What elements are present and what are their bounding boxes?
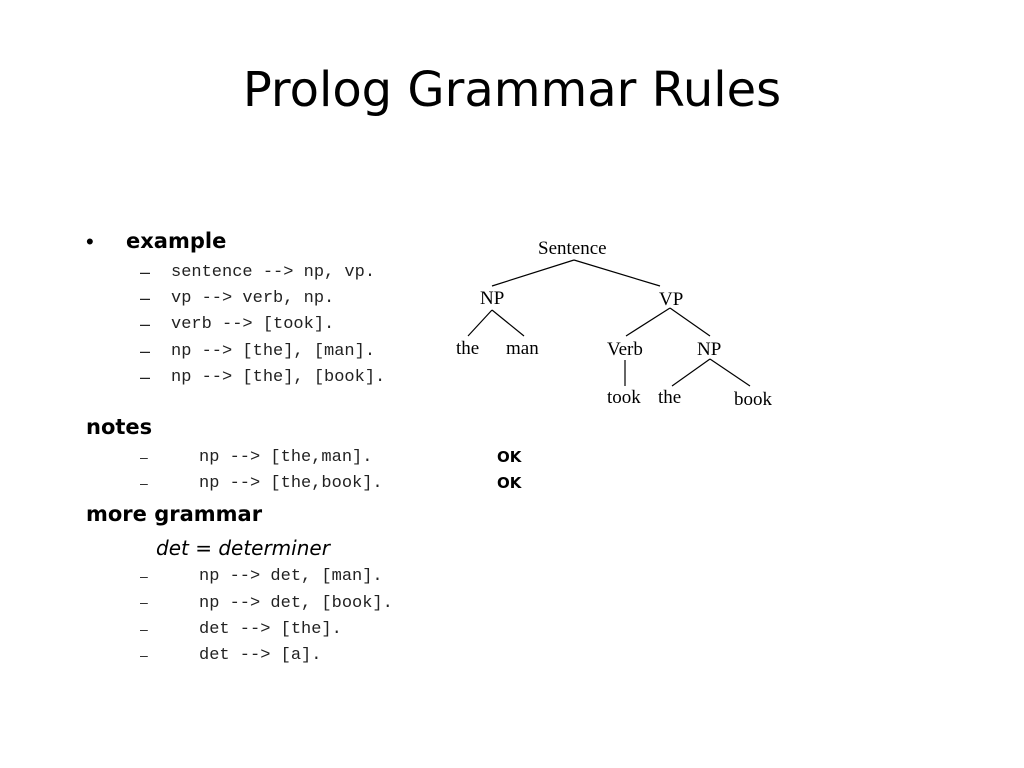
- grammar-rule: np --> det, [book].: [199, 594, 393, 613]
- dash-icon: –: [140, 341, 151, 361]
- tree-edge: [709, 358, 751, 387]
- tree-leaf-man: man: [506, 338, 539, 359]
- tree-leaf-book: book: [734, 389, 773, 410]
- tree-edge: [669, 307, 711, 337]
- tree-edge: [573, 259, 661, 287]
- tree-node-verb: Verb: [607, 339, 643, 360]
- dash-icon: –: [140, 314, 151, 334]
- status-badge: OK: [497, 474, 522, 492]
- tree-leaf-the: the: [658, 387, 681, 408]
- tree-node-vp: VP: [659, 289, 683, 310]
- example-rule: np --> [the], [book].: [171, 368, 386, 387]
- example-rule: np --> [the], [man].: [171, 342, 376, 361]
- dash-icon: –: [140, 449, 148, 465]
- grammar-rule: np --> det, [man].: [199, 567, 383, 586]
- slide-title: Prolog Grammar Rules: [242, 62, 782, 118]
- dash-icon: –: [140, 262, 151, 282]
- notes-heading: notes: [86, 415, 153, 439]
- tree-leaf-took: took: [607, 387, 641, 408]
- tree-node-sentence: Sentence: [538, 238, 607, 259]
- dash-icon: –: [140, 288, 151, 308]
- grammar-rule: det --> [a].: [199, 646, 322, 665]
- example-rule: vp --> verb, np.: [171, 289, 335, 308]
- dash-icon: –: [140, 647, 148, 663]
- status-badge: OK: [497, 448, 522, 466]
- bullet-icon: •: [86, 229, 94, 254]
- dash-icon: –: [140, 568, 148, 584]
- example-rule: verb --> [took].: [171, 315, 335, 334]
- example-rule: sentence --> np, vp.: [171, 263, 376, 282]
- grammar-rule: det --> [the].: [199, 620, 342, 639]
- dash-icon: –: [140, 367, 151, 387]
- dash-icon: –: [140, 475, 148, 491]
- tree-node-np: NP: [480, 288, 504, 309]
- more-grammar-heading: more grammar: [86, 502, 263, 526]
- determiner-subheading: det = determiner: [156, 536, 330, 560]
- tree-node-np: NP: [697, 339, 721, 360]
- tree-edge: [491, 309, 525, 337]
- tree-edge: [671, 358, 711, 387]
- notes-rule: np --> [the,man].: [199, 448, 373, 467]
- example-heading: example: [126, 229, 227, 253]
- tree-leaf-the: the: [456, 338, 479, 359]
- parse-tree-diagram: Sentence NP VP the man Verb NP took the …: [456, 238, 773, 410]
- tree-edge: [467, 309, 493, 337]
- tree-edge: [625, 307, 671, 337]
- dash-icon: –: [140, 621, 148, 637]
- notes-rule: np --> [the,book].: [199, 474, 383, 493]
- tree-edge: [491, 259, 575, 287]
- dash-icon: –: [140, 594, 148, 610]
